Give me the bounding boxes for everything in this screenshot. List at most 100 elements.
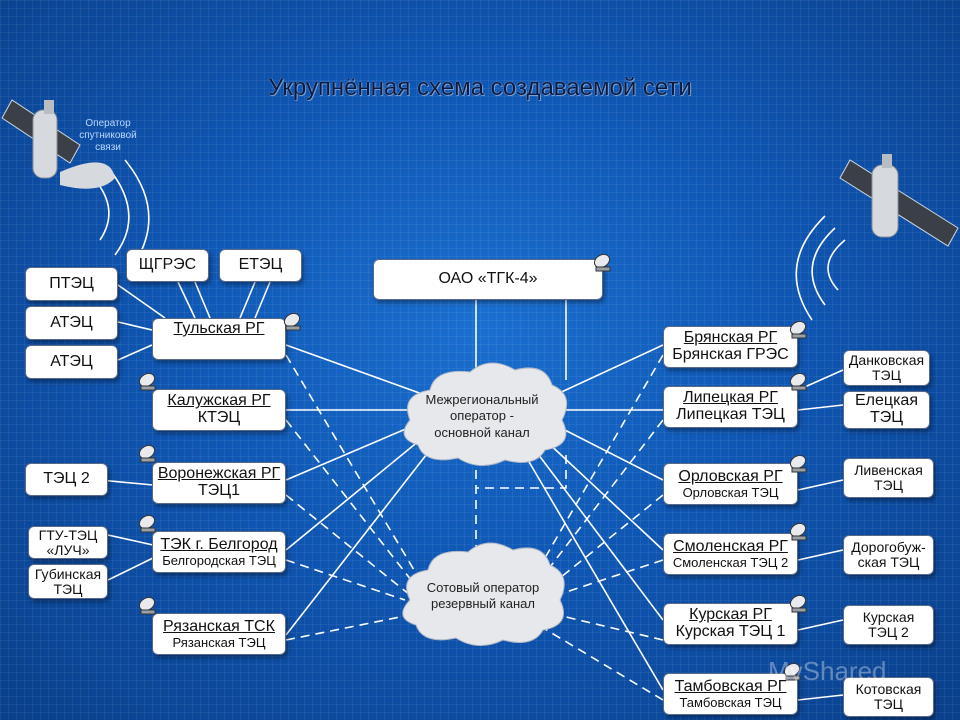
node-label: ТЭЦ [869, 409, 904, 426]
cloud-line: резервный канал [431, 596, 535, 612]
ryazan-node: Рязанская ТСК Рязанская ТЭЦ [152, 613, 286, 655]
node-label: ТЭЦ [874, 696, 903, 712]
node-label: Дорогобуж- [851, 539, 926, 556]
node-subtitle: ТЭЦ1 [197, 482, 240, 499]
node-subtitle: Орловская ТЭЦ [682, 484, 779, 500]
satellite-left [1, 99, 115, 189]
node-subtitle: Рязанская ТЭЦ [172, 634, 266, 650]
node-label: Котовская [855, 681, 922, 698]
main-cloud [403, 362, 568, 466]
node-subtitle: Белгородская ТЭЦ [162, 552, 276, 568]
backup-cloud [402, 542, 565, 646]
node-label: Ливенская [854, 462, 923, 479]
node-label: ЩГРЭС [138, 256, 197, 274]
node-label: ТЭЦ [874, 477, 903, 493]
node-label: ская ТЭЦ [857, 554, 920, 570]
node-title: Тамбовская РГ [674, 677, 787, 695]
cloud-line: оператор - [450, 408, 514, 424]
elets-node: Елецкая ТЭЦ [843, 391, 930, 429]
belgorod-node: ТЭК г. Белгород Белгородская ТЭЦ [152, 531, 286, 573]
tgk-label: ОАО «ТГК-4» [438, 270, 538, 288]
satellite-right [839, 154, 959, 247]
tgk-node: ОАО «ТГК-4» [373, 259, 603, 300]
satellite-dish-icon [789, 522, 807, 541]
node-label: АТЭЦ [50, 313, 93, 331]
node-title: Воронежская РГ [157, 465, 281, 483]
node-title: Курская РГ [689, 606, 772, 624]
node-title: Рязанская ТСК [163, 617, 275, 635]
kursk-rg-node: Курская РГ Курская ТЭЦ 1 [663, 603, 798, 645]
satellite-operator-label: Оператор спутниковой связи [72, 118, 144, 154]
satellite-dish-icon [789, 454, 807, 473]
shgres-node: ЩГРЭС [126, 249, 209, 282]
satellite-dish-icon [138, 596, 156, 615]
kaluga-rg-node: Калужская РГ КТЭЦ [152, 389, 286, 431]
node-label: ГТУ-ТЭЦ [38, 526, 98, 543]
satellite-dish-icon [783, 662, 801, 681]
satellite-dish-icon [789, 372, 807, 391]
ptec-node: ПТЭЦ [25, 267, 118, 301]
node-label: Данковская [848, 352, 925, 369]
watermark: MyShared [768, 656, 887, 686]
node-subtitle: Тамбовская ТЭЦ [679, 694, 782, 710]
gubinskaya-node: Губинская ТЭЦ [28, 564, 108, 599]
cloud-line: Межрегиональный [425, 392, 539, 407]
node-title: Смоленская РГ [673, 537, 788, 555]
node-title: Липецкая РГ [683, 389, 778, 407]
lipetsk-rg-node: Липецкая РГ Липецкая ТЭЦ [663, 386, 798, 428]
satellite-dish-icon [138, 372, 156, 391]
node-subtitle: Брянская ГРЭС [672, 346, 789, 363]
satellite-dish-icon [138, 444, 156, 463]
kursk-tec2-node: Курская ТЭЦ 2 [843, 605, 934, 645]
node-subtitle: КТЭЦ [197, 409, 241, 426]
livny-node: Ливенская ТЭЦ [843, 458, 934, 498]
node-label: АТЭЦ [50, 352, 93, 370]
satellite-dish-icon [789, 594, 807, 613]
backup-cloud-label: Сотовый оператор резервный канал [408, 580, 558, 613]
node-label: ПТЭЦ [49, 274, 94, 292]
cloud-line: основной канал [434, 424, 530, 440]
node-subtitle: Смоленская ТЭЦ 2 [672, 554, 789, 570]
node-label: ТЭЦ 2 [868, 624, 909, 640]
node-title: Калужская РГ [167, 392, 271, 410]
dankov-node: Данковская ТЭЦ [843, 350, 930, 386]
node-label: «ЛУЧ» [46, 541, 90, 558]
satellite-dish-icon [593, 253, 611, 272]
tambov-rg-node: Тамбовская РГ Тамбовская ТЭЦ [663, 673, 798, 715]
kotovsk-node: Котовская ТЭЦ [843, 677, 934, 717]
orel-rg-node: Орловская РГ Орловская ТЭЦ [663, 463, 798, 505]
main-cloud-label: Межрегиональный оператор - основной кана… [412, 392, 552, 441]
atec-node-2: АТЭЦ [25, 345, 118, 379]
node-subtitle: Липецкая ТЭЦ [676, 406, 785, 423]
dorogobuzh-node: Дорогобуж- ская ТЭЦ [843, 535, 934, 575]
node-label: Елецкая [855, 392, 918, 410]
node-label: ТЭЦ [872, 367, 901, 383]
node-label: ЕТЭЦ [238, 256, 283, 274]
node-label: ТЭЦ [53, 580, 83, 597]
tula-rg-node: Тульская РГ [152, 318, 286, 360]
satellite-dish-icon [283, 312, 301, 331]
node-subtitle: Курская ТЭЦ 1 [675, 623, 786, 640]
page-title: Укрупнённая схема создаваемой сети [268, 74, 692, 101]
satellite-label-line: связи [95, 142, 121, 153]
bryansk-rg-node: Брянская РГ Брянская ГРЭС [663, 326, 798, 368]
satellite-label-line: спутниковой [79, 130, 137, 141]
gtu-node: ГТУ-ТЭЦ «ЛУЧ» [28, 526, 108, 559]
etec-node: ЕТЭЦ [219, 249, 302, 282]
node-label: ТЭЦ 2 [43, 470, 90, 488]
satellite-dish-icon [789, 320, 807, 339]
node-title: Тульская РГ [173, 320, 265, 337]
voronezh-rg-node: Воронежская РГ ТЭЦ1 [152, 462, 286, 504]
tec2-node: ТЭЦ 2 [25, 463, 108, 496]
node-label: Курская [862, 609, 915, 626]
satellite-dish-icon [138, 514, 156, 533]
node-title: Орловская РГ [678, 467, 783, 485]
node-title: ТЭК г. Белгород [160, 535, 278, 553]
atec-node-1: АТЭЦ [25, 306, 118, 340]
cloud-line: Сотовый оператор [426, 580, 540, 595]
node-title: Брянская РГ [683, 329, 778, 347]
smolensk-rg-node: Смоленская РГ Смоленская ТЭЦ 2 [663, 533, 798, 575]
node-label: Губинская [34, 565, 102, 582]
satellite-label-line: Оператор [85, 118, 131, 129]
